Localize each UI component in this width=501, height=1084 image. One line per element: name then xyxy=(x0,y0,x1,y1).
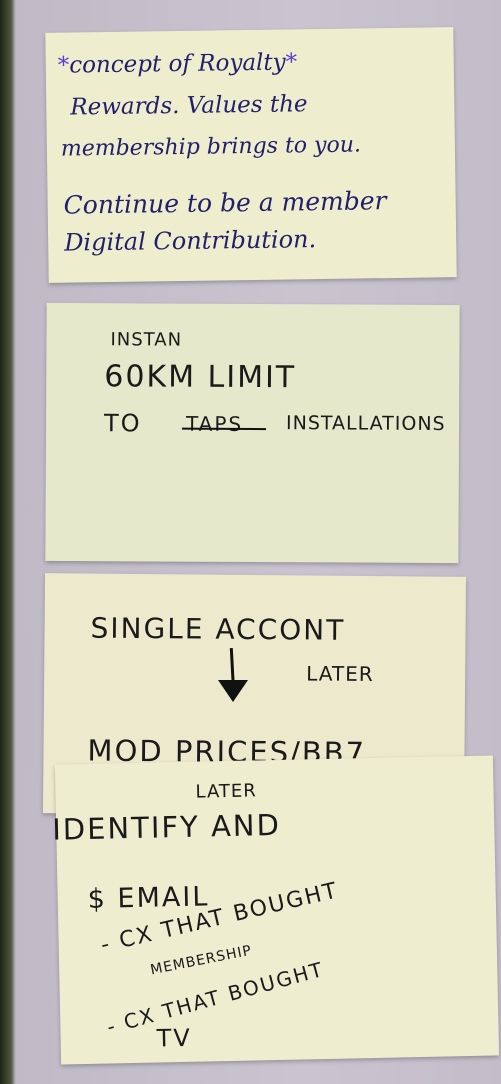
note2-line3-struck: TAPS xyxy=(185,411,244,436)
note4-line5: TV xyxy=(156,1023,193,1053)
note1-line4: Continue to be a member xyxy=(63,186,387,220)
note4-line3b: MEMBERSHIP xyxy=(149,942,254,979)
sticky-note-identify-email: LATER IDENTIFY AND $ EMAIL - CX THAT BOU… xyxy=(51,755,500,1065)
sticky-note-km-limit: INSTAN 60KM LIMIT TO TAPS INSTALLATIONS xyxy=(45,302,460,564)
note1-line1-text: concept of Royalty xyxy=(69,49,286,79)
note1-line3: membership brings to you. xyxy=(60,132,362,162)
note2-line3-suffix: INSTALLATIONS xyxy=(285,412,446,436)
note4-label: LATER xyxy=(195,780,257,803)
sticky-note-royalty-rewards: *concept of Royalty* Rewards. Values the… xyxy=(45,27,457,283)
note1-line5: Digital Contribution. xyxy=(64,225,317,257)
note4-line1: IDENTIFY AND xyxy=(51,807,282,847)
note2-line1: INSTAN xyxy=(110,329,183,351)
note2-line2: 60KM LIMIT xyxy=(104,359,297,396)
star-icon: * xyxy=(285,49,298,76)
star-icon: * xyxy=(57,52,70,79)
wall-edge-shadow xyxy=(0,0,16,1084)
note4-line4: - CX THAT BOUGHT xyxy=(104,956,327,1039)
note1-line1: *concept of Royalty* xyxy=(58,49,298,78)
note3-line1: SINGLE ACCONT xyxy=(90,611,346,647)
down-arrow-head-icon xyxy=(218,680,248,702)
note1-line2: Rewards. Values the xyxy=(70,91,308,121)
note2-line3-prefix: TO xyxy=(103,409,142,438)
note3-arrow-label: LATER xyxy=(306,661,374,687)
note4-line2: $ EMAIL xyxy=(87,881,210,915)
